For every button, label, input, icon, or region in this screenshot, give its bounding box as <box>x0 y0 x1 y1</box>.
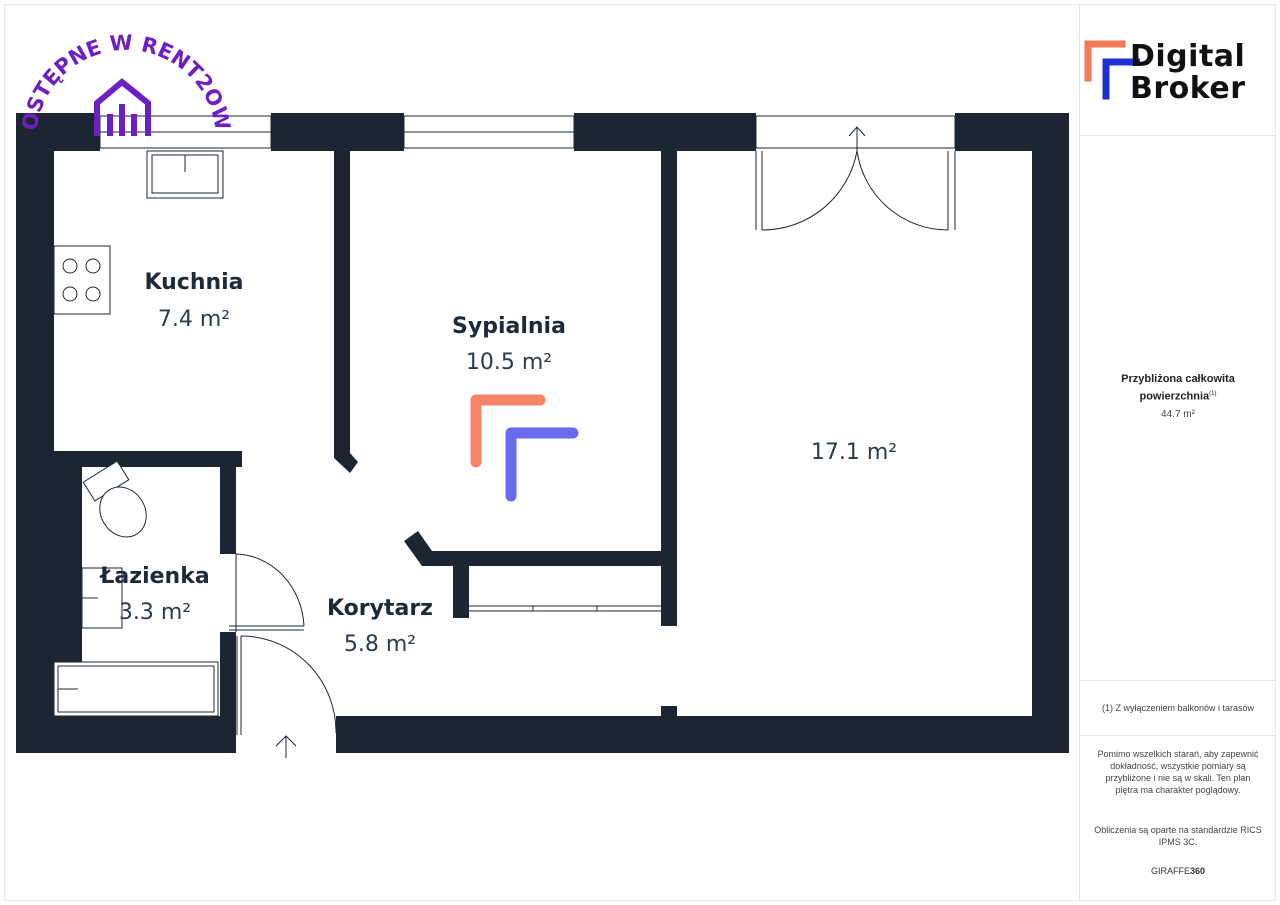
room-area-bedroom: 10.5 m² <box>466 350 552 375</box>
room-name-bedroom: Sypialnia <box>452 314 566 339</box>
balcony-door-left-swing <box>761 150 858 231</box>
balcony-door-frame <box>755 115 956 149</box>
logo-mark-icon <box>1084 40 1140 100</box>
wall-bedroom-bottom <box>404 531 677 566</box>
entrance-door-swing <box>240 635 337 734</box>
bathroom-fixtures <box>53 460 219 717</box>
kitchen-sink <box>146 150 224 199</box>
wall-right <box>1032 113 1069 753</box>
standard-text: Obliczenia są oparte na standardzie RICS… <box>1094 825 1262 847</box>
wall-bottom-right <box>336 716 1069 753</box>
room-area-bathroom: 3.3 m² <box>119 600 191 625</box>
wall-top-right <box>574 113 756 151</box>
wall-top-mid <box>271 113 404 151</box>
floor-plan: DOSTĘPNE W RENT2OWN Kuchnia 7.4 m² Sypia… <box>0 0 1069 758</box>
wall-kitchen-bedroom-end <box>334 453 358 473</box>
bathroom-door-swing <box>235 553 305 627</box>
wall-bathroom-right-bottom <box>220 632 236 716</box>
entrance-arrow-icon <box>275 735 297 747</box>
watermark-logo <box>470 394 579 502</box>
digital-broker-logo: Digital Broker <box>1080 4 1276 136</box>
room-area-kitchen: 7.4 m² <box>158 307 230 332</box>
kitchen-stove <box>53 245 111 315</box>
balcony-arrow-icon <box>848 126 866 137</box>
kitchen-fixtures <box>53 150 224 315</box>
burner-icon <box>62 258 78 274</box>
wall-kitchen-bedroom <box>334 151 350 453</box>
badge-text: DOSTĘPNE W RENT2OWN <box>0 0 235 132</box>
sidebar: Digital Broker Przybliżona całkowita pow… <box>1079 4 1276 900</box>
burner-icon <box>85 258 101 274</box>
windows <box>99 115 956 149</box>
room-name-hallway: Korytarz <box>327 596 433 621</box>
wall-bathroom-right-top <box>220 451 236 554</box>
watermark-orange-mark <box>470 394 546 468</box>
doors <box>229 126 956 758</box>
wall-left <box>16 113 54 753</box>
room-area-hallway: 5.8 m² <box>344 632 416 657</box>
logo-line-broker: Broker <box>1130 71 1246 106</box>
burner-icon <box>85 286 101 302</box>
wall-bottom-left <box>16 716 236 753</box>
wall-bedroom-living <box>661 151 677 626</box>
bathtub-inner <box>57 665 215 713</box>
burner-icon <box>62 286 78 302</box>
room-area-living: 17.1 m² <box>811 440 897 465</box>
total-area-value: 44.7 m² <box>1161 408 1195 420</box>
total-area-block: Przybliżona całkowita powierzchnia(1) 44… <box>1080 372 1276 420</box>
total-area-label: Przybliżona całkowita powierzchnia(1) <box>1121 373 1235 403</box>
logo-line-digital: Digital <box>1130 39 1246 74</box>
giraffe360-brand: GIRAFFE360 <box>1150 866 1206 876</box>
balcony-door-right-swing <box>856 150 949 231</box>
room-name-bathroom: Łazienka <box>99 564 209 589</box>
wall-closet-left <box>453 566 469 618</box>
logo-text: Digital Broker <box>1130 42 1246 104</box>
toilet-bowl <box>99 486 147 538</box>
disclaimer-text: Pomimo wszelkich starań, aby zapewnić do… <box>1097 749 1259 795</box>
house-icon <box>94 78 151 136</box>
room-name-kitchen: Kuchnia <box>144 270 243 295</box>
walls <box>16 113 1069 753</box>
wall-kitchen-bathroom <box>54 451 242 467</box>
wall-living-stub <box>661 706 677 716</box>
closet <box>469 605 661 612</box>
watermark-blue-mark <box>505 427 579 502</box>
footnote: (1) Z wyłączeniem balkonów i tarasów <box>1080 680 1276 736</box>
